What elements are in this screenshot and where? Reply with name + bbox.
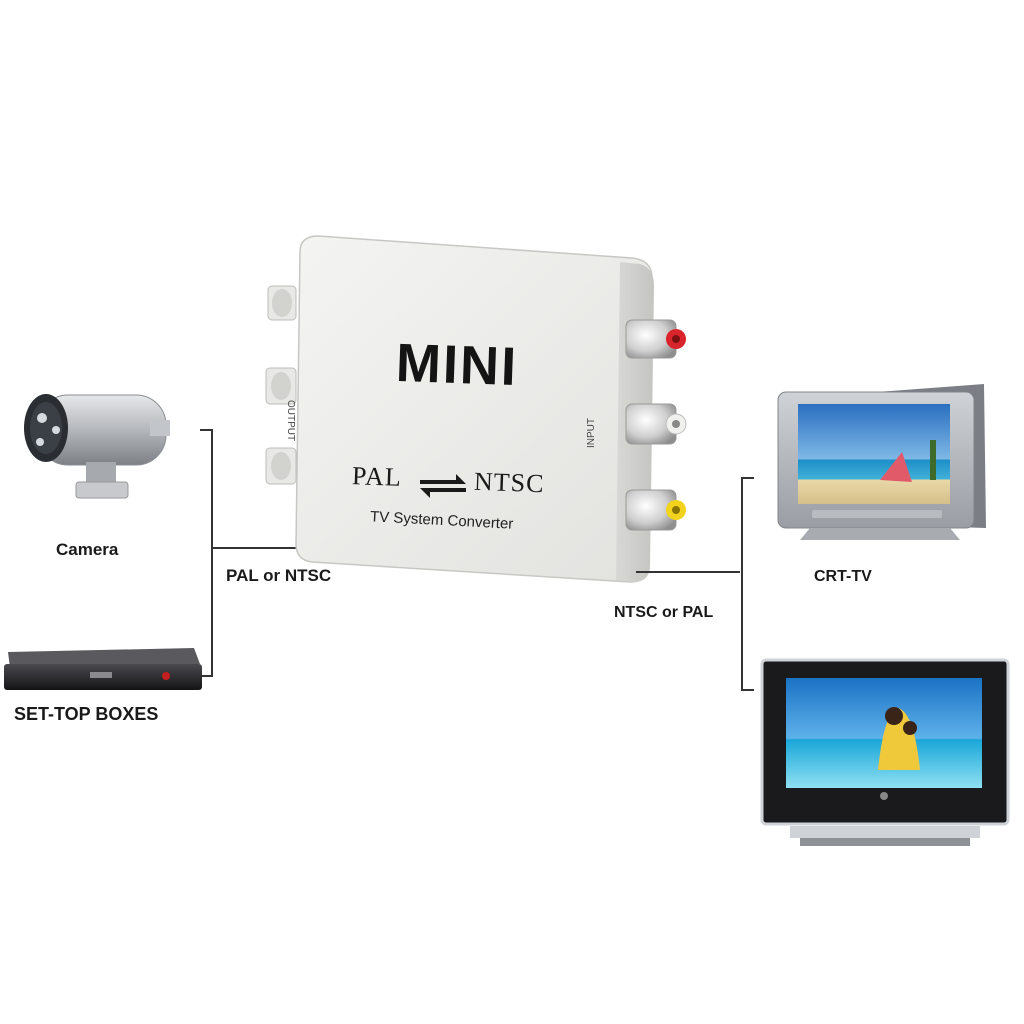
set-top-box-illustration [4,648,202,690]
input-jacks [625,319,687,531]
crt-tv-illustration [777,384,986,540]
converter-brand: MINI [394,332,520,398]
output-jacks [265,285,297,485]
converter-mode-ntsc: NTSC [473,466,545,499]
swap-arrows-icon [420,474,466,498]
output-port-label: OUTPUT [285,400,296,442]
crt-tv-label: CRT-TV [814,568,872,585]
input-port-label: INPUT [586,418,597,448]
left-connector-lines [200,429,300,677]
camera-illustration [24,394,170,499]
converter-box [265,235,687,583]
settop-label: SET-TOP BOXES [14,704,159,724]
right-connector-lines [636,477,754,691]
flat-tv-illustration [760,658,1010,846]
display-signal-label: NTSC or PAL [614,604,714,621]
source-signal-label: PAL or NTSC [226,566,332,585]
converter-mode-pal: PAL [351,461,403,492]
camera-label: Camera [56,540,119,559]
